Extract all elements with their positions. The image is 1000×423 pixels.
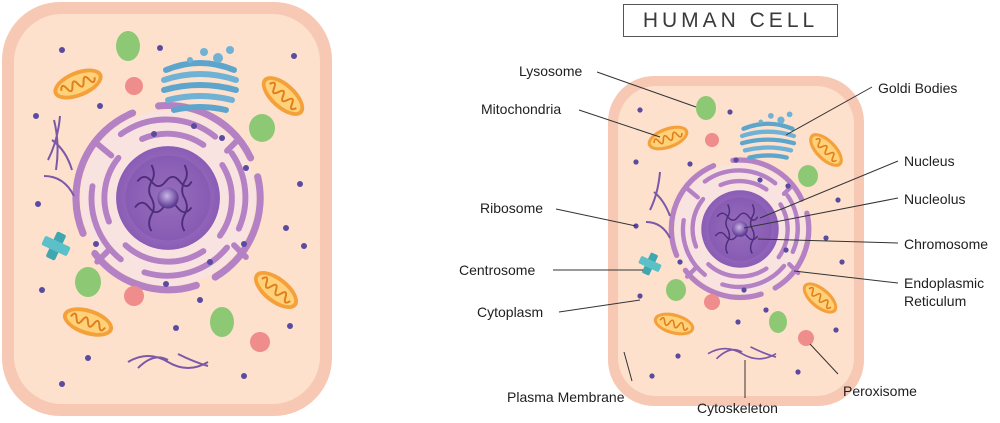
left-peroxisome-2 bbox=[124, 286, 144, 306]
left-lysosome-1 bbox=[116, 31, 140, 61]
label-plasma-membrane: Plasma Membrane bbox=[507, 389, 625, 405]
label-peroxisome: Peroxisome bbox=[843, 383, 917, 399]
label-nucleus: Nucleus bbox=[904, 153, 955, 169]
leader-er bbox=[793, 270, 899, 284]
left-lysosome-2 bbox=[249, 114, 275, 142]
left-lysosome-4 bbox=[210, 307, 234, 337]
right-cytoskeleton-side bbox=[645, 171, 671, 239]
right-lysosome-3 bbox=[666, 279, 686, 301]
left-cell bbox=[2, 2, 332, 416]
label-lysosome: Lysosome bbox=[519, 63, 583, 79]
leader-ribosome bbox=[555, 208, 637, 227]
label-centrosome: Centrosome bbox=[459, 262, 536, 278]
left-peroxisome-1 bbox=[125, 77, 143, 95]
right-peroxisome-3 bbox=[798, 330, 814, 346]
left-peroxisome-3 bbox=[250, 332, 270, 352]
right-ribosomes bbox=[633, 107, 845, 379]
label-cytoplasm: Cytoplasm bbox=[477, 304, 544, 320]
label-goldi-bodies: Goldi Bodies bbox=[878, 80, 958, 96]
leader-chromosome bbox=[757, 238, 899, 244]
right-lysosome-2 bbox=[798, 165, 818, 187]
label-er-line1: Endoplasmic bbox=[904, 275, 985, 291]
leader-nucleus bbox=[759, 160, 899, 219]
left-nucleus-er bbox=[76, 106, 260, 290]
leader-goldi-bodies bbox=[785, 86, 873, 136]
label-chromosome: Chromosome bbox=[904, 236, 989, 252]
right-nucleus-er bbox=[671, 160, 808, 297]
leader-plasma-membrane bbox=[623, 351, 633, 382]
diagram-title: HUMAN CELL bbox=[623, 4, 838, 37]
right-lysosome-1 bbox=[696, 96, 716, 120]
label-er-line2: Reticulum bbox=[904, 293, 967, 309]
right-lysosome-4 bbox=[769, 311, 787, 333]
left-ribosomes bbox=[33, 45, 307, 387]
label-nucleolus: Nucleolus bbox=[904, 191, 966, 207]
left-cytoskeleton-side bbox=[43, 115, 75, 197]
right-cell bbox=[608, 76, 864, 406]
label-ribosome: Ribosome bbox=[480, 200, 544, 216]
leader-cytoplasm bbox=[558, 299, 641, 313]
right-peroxisome-2 bbox=[704, 294, 720, 310]
label-mitochondria: Mitochondria bbox=[481, 101, 562, 117]
leader-lines bbox=[553, 71, 899, 398]
label-cytoskeleton: Cytoskeleton bbox=[697, 400, 778, 416]
leader-nucleolus bbox=[743, 197, 899, 229]
right-peroxisome-1 bbox=[705, 133, 719, 147]
leader-mitochondria bbox=[578, 109, 661, 138]
leader-lysosome bbox=[596, 71, 697, 108]
leader-peroxisome bbox=[809, 343, 839, 375]
left-lysosome-3 bbox=[75, 267, 101, 297]
